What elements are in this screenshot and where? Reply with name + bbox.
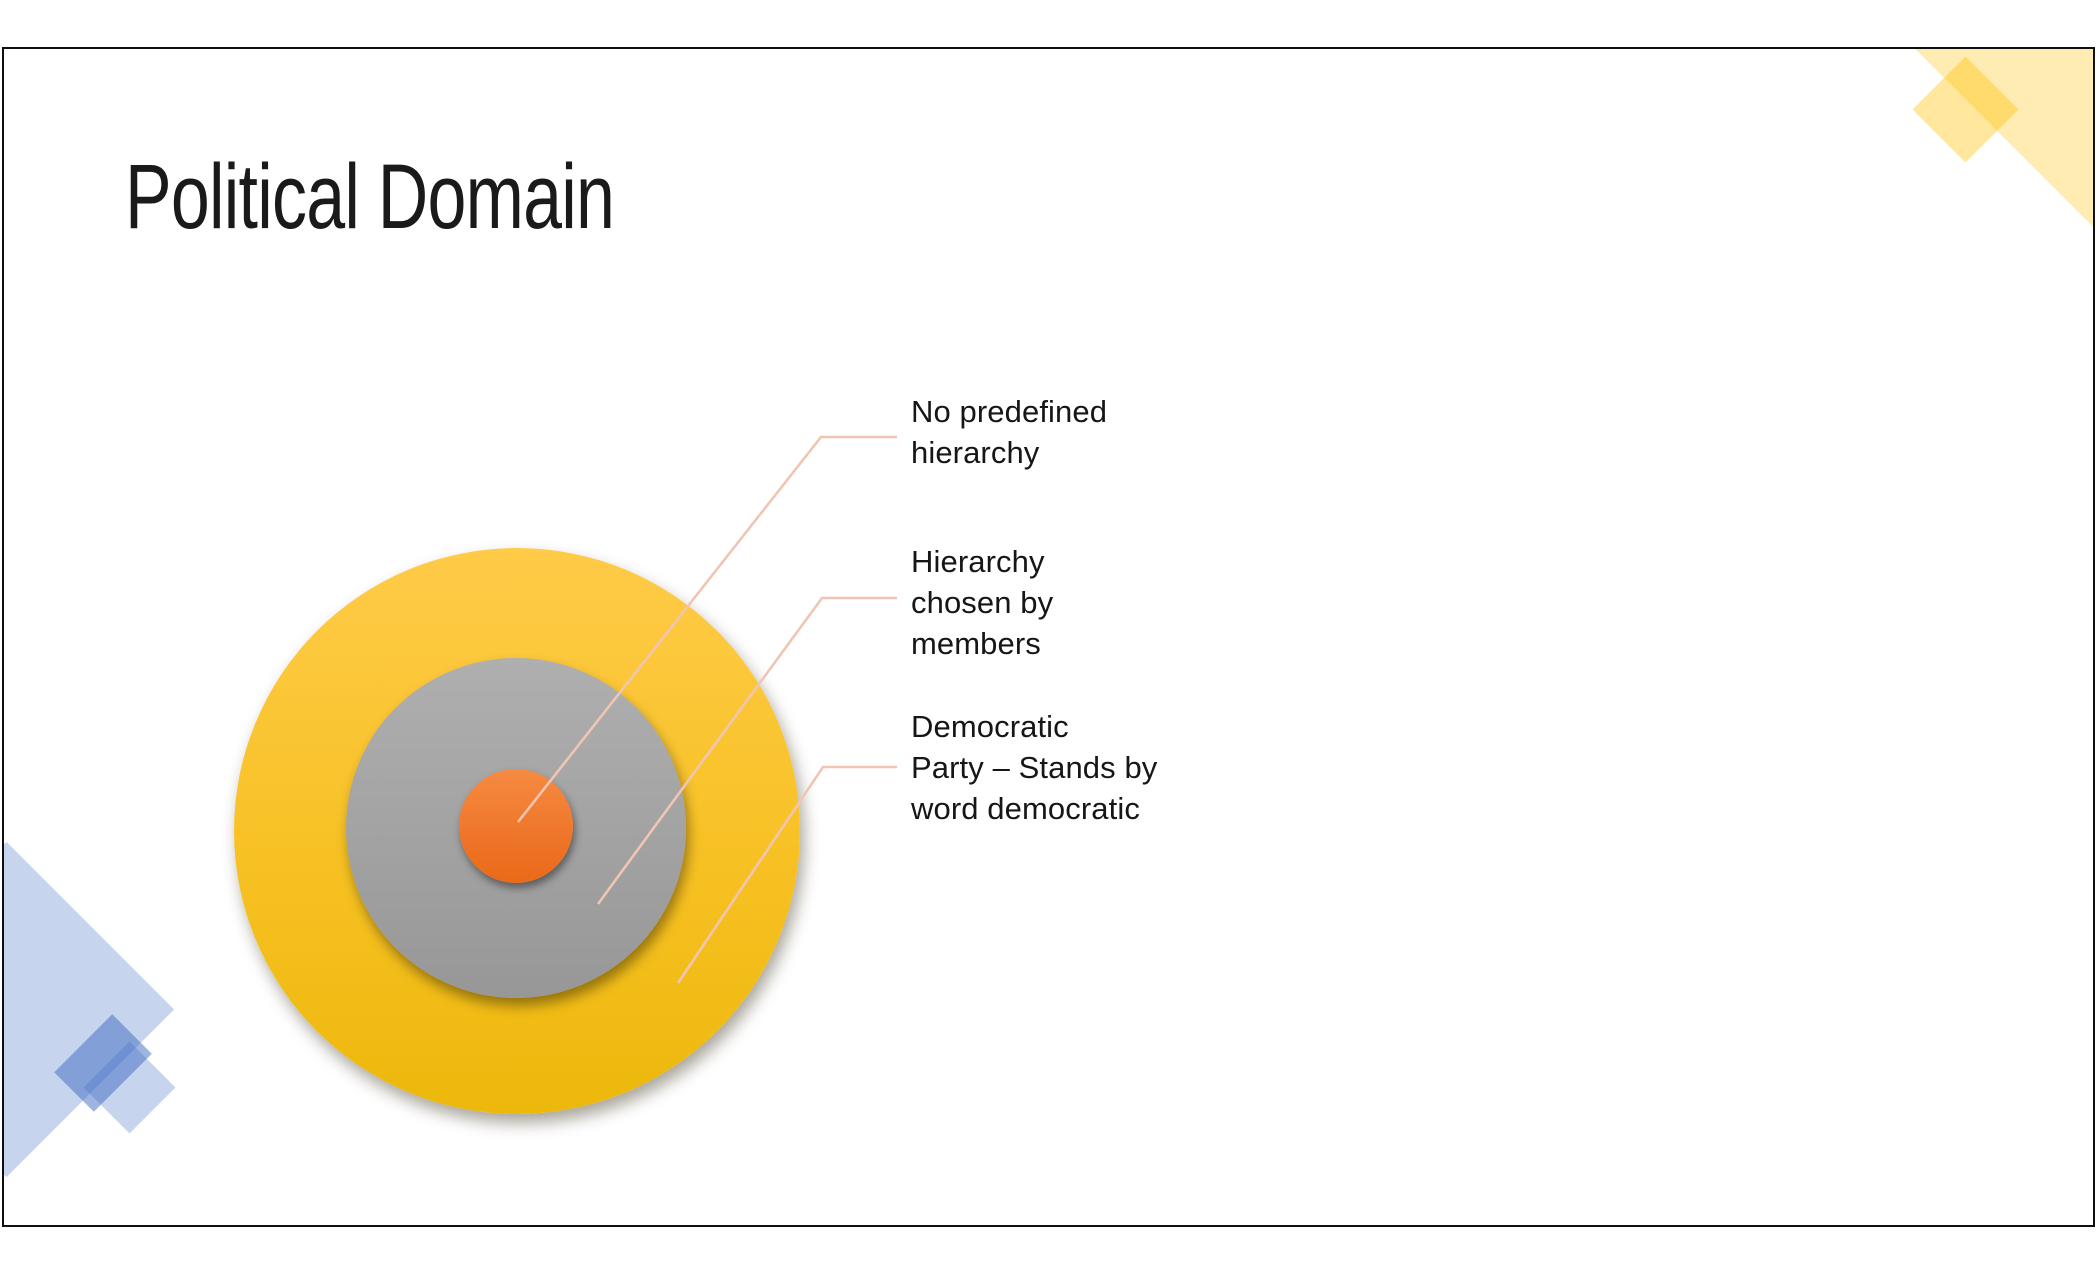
blue-diamond-large — [4, 841, 175, 1178]
callout-line: chosen by — [911, 585, 1054, 620]
callout-line: word democratic — [911, 791, 1140, 826]
callout-line: Democratic — [911, 709, 1069, 744]
callout-line: members — [911, 626, 1041, 661]
callout-no-predefined-hierarchy: No predefined hierarchy — [911, 391, 1107, 473]
callout-line: Party – Stands by — [911, 750, 1158, 785]
callout-line: Hierarchy — [911, 544, 1045, 579]
callout-line: No predefined — [911, 394, 1108, 429]
callout-democratic-party: Democratic Party – Stands by word democr… — [911, 706, 1157, 829]
slide-canvas: Political Domain No predefined hierarchy… — [2, 47, 2095, 1227]
slide-title: Political Domain — [125, 146, 615, 248]
gold-diamond-large — [1913, 49, 2093, 231]
inner-circle — [459, 769, 573, 883]
callout-line: hierarchy — [911, 435, 1040, 470]
callout-hierarchy-chosen-by-members: Hierarchy chosen by members — [911, 541, 1053, 664]
